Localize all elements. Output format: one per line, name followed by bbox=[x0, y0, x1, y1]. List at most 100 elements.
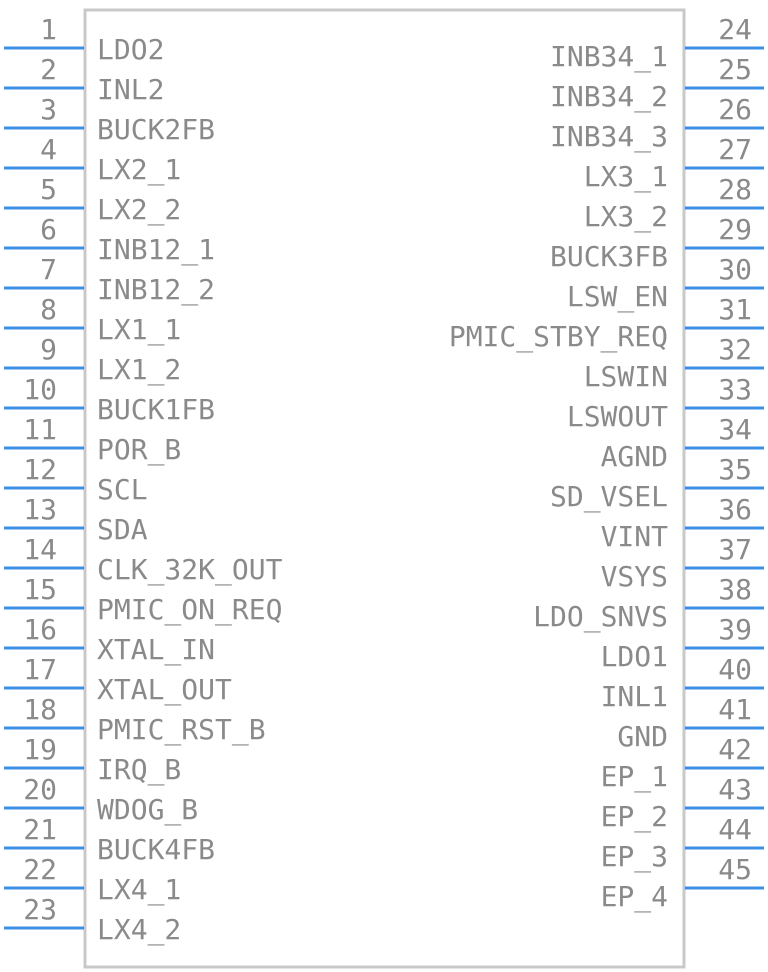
pin-name: PMIC_RST_B bbox=[97, 713, 266, 747]
pin-number: 37 bbox=[718, 533, 752, 566]
pin-number: 20 bbox=[23, 773, 57, 806]
pin-number: 29 bbox=[718, 213, 752, 246]
pin-number: 36 bbox=[718, 493, 752, 526]
pin-number: 30 bbox=[718, 253, 752, 286]
pin-number: 39 bbox=[718, 613, 752, 646]
pin-number: 44 bbox=[718, 813, 752, 846]
pin-number: 19 bbox=[23, 733, 57, 766]
pin-name: INB34_2 bbox=[550, 80, 668, 114]
pin-number: 15 bbox=[23, 573, 57, 606]
pin-number: 40 bbox=[718, 653, 752, 686]
pin-name: CLK_32K_OUT bbox=[97, 553, 283, 587]
pin-name: LSW_EN bbox=[567, 280, 668, 314]
pin-number: 33 bbox=[718, 373, 752, 406]
pin-name: XTAL_IN bbox=[97, 633, 215, 667]
pin-name: WDOG_B bbox=[97, 793, 198, 827]
pin-number: 2 bbox=[40, 53, 57, 86]
pin-name: LDO2 bbox=[97, 33, 164, 66]
pin-number: 27 bbox=[718, 133, 752, 166]
pin-name: SD_VSEL bbox=[550, 480, 668, 514]
pin-name: LSWIN bbox=[584, 360, 668, 393]
pin-name: GND bbox=[617, 720, 668, 753]
pin-name: LDO1 bbox=[601, 640, 668, 673]
pin-name: INB34_3 bbox=[550, 120, 668, 154]
pin-name: EP_2 bbox=[601, 800, 668, 834]
pin-name: INB34_1 bbox=[550, 40, 668, 74]
pin-name: VSYS bbox=[601, 560, 668, 593]
pin-number: 12 bbox=[23, 453, 57, 486]
pin-number: 9 bbox=[40, 333, 57, 366]
pin-number: 22 bbox=[23, 853, 57, 886]
pin-name: SCL bbox=[97, 473, 148, 506]
pin-number: 16 bbox=[23, 613, 57, 646]
pin-number: 26 bbox=[718, 93, 752, 126]
pin-name: INB12_2 bbox=[97, 273, 215, 307]
pin-number: 38 bbox=[718, 573, 752, 606]
pin-name: IRQ_B bbox=[97, 753, 181, 787]
pin-name: LX3_2 bbox=[584, 200, 668, 234]
pin-name: EP_3 bbox=[601, 840, 668, 874]
pin-name: LX1_1 bbox=[97, 313, 181, 347]
pin-number: 21 bbox=[23, 813, 57, 846]
pin-number: 42 bbox=[718, 733, 752, 766]
pin-name: VINT bbox=[601, 520, 669, 553]
pin-number: 4 bbox=[40, 133, 57, 166]
pin-name: XTAL_OUT bbox=[97, 673, 232, 707]
pin-number: 17 bbox=[23, 653, 57, 686]
pin-name: INL2 bbox=[97, 73, 164, 106]
pin-name: INL1 bbox=[601, 680, 668, 713]
pin-name: BUCK3FB bbox=[550, 240, 668, 273]
pin-number: 10 bbox=[23, 373, 57, 406]
pin-name: INB12_1 bbox=[97, 233, 215, 267]
pin-number: 34 bbox=[718, 413, 752, 446]
pin-number: 45 bbox=[718, 853, 752, 886]
ic-body bbox=[83, 8, 686, 969]
pin-number: 25 bbox=[718, 53, 752, 86]
pin-number: 6 bbox=[40, 213, 57, 246]
pin-name: EP_4 bbox=[601, 880, 668, 914]
pin-name: POR_B bbox=[97, 433, 181, 467]
pin-name: SDA bbox=[97, 513, 148, 546]
pin-name: PMIC_STBY_REQ bbox=[449, 320, 668, 354]
left-pin-group: 1LDO22INL23BUCK2FB4LX2_15LX2_26INB12_17I… bbox=[4, 13, 283, 947]
pin-number: 18 bbox=[23, 693, 57, 726]
pin-number: 14 bbox=[23, 533, 57, 566]
pin-number: 32 bbox=[718, 333, 752, 366]
pin-number: 8 bbox=[40, 293, 57, 326]
